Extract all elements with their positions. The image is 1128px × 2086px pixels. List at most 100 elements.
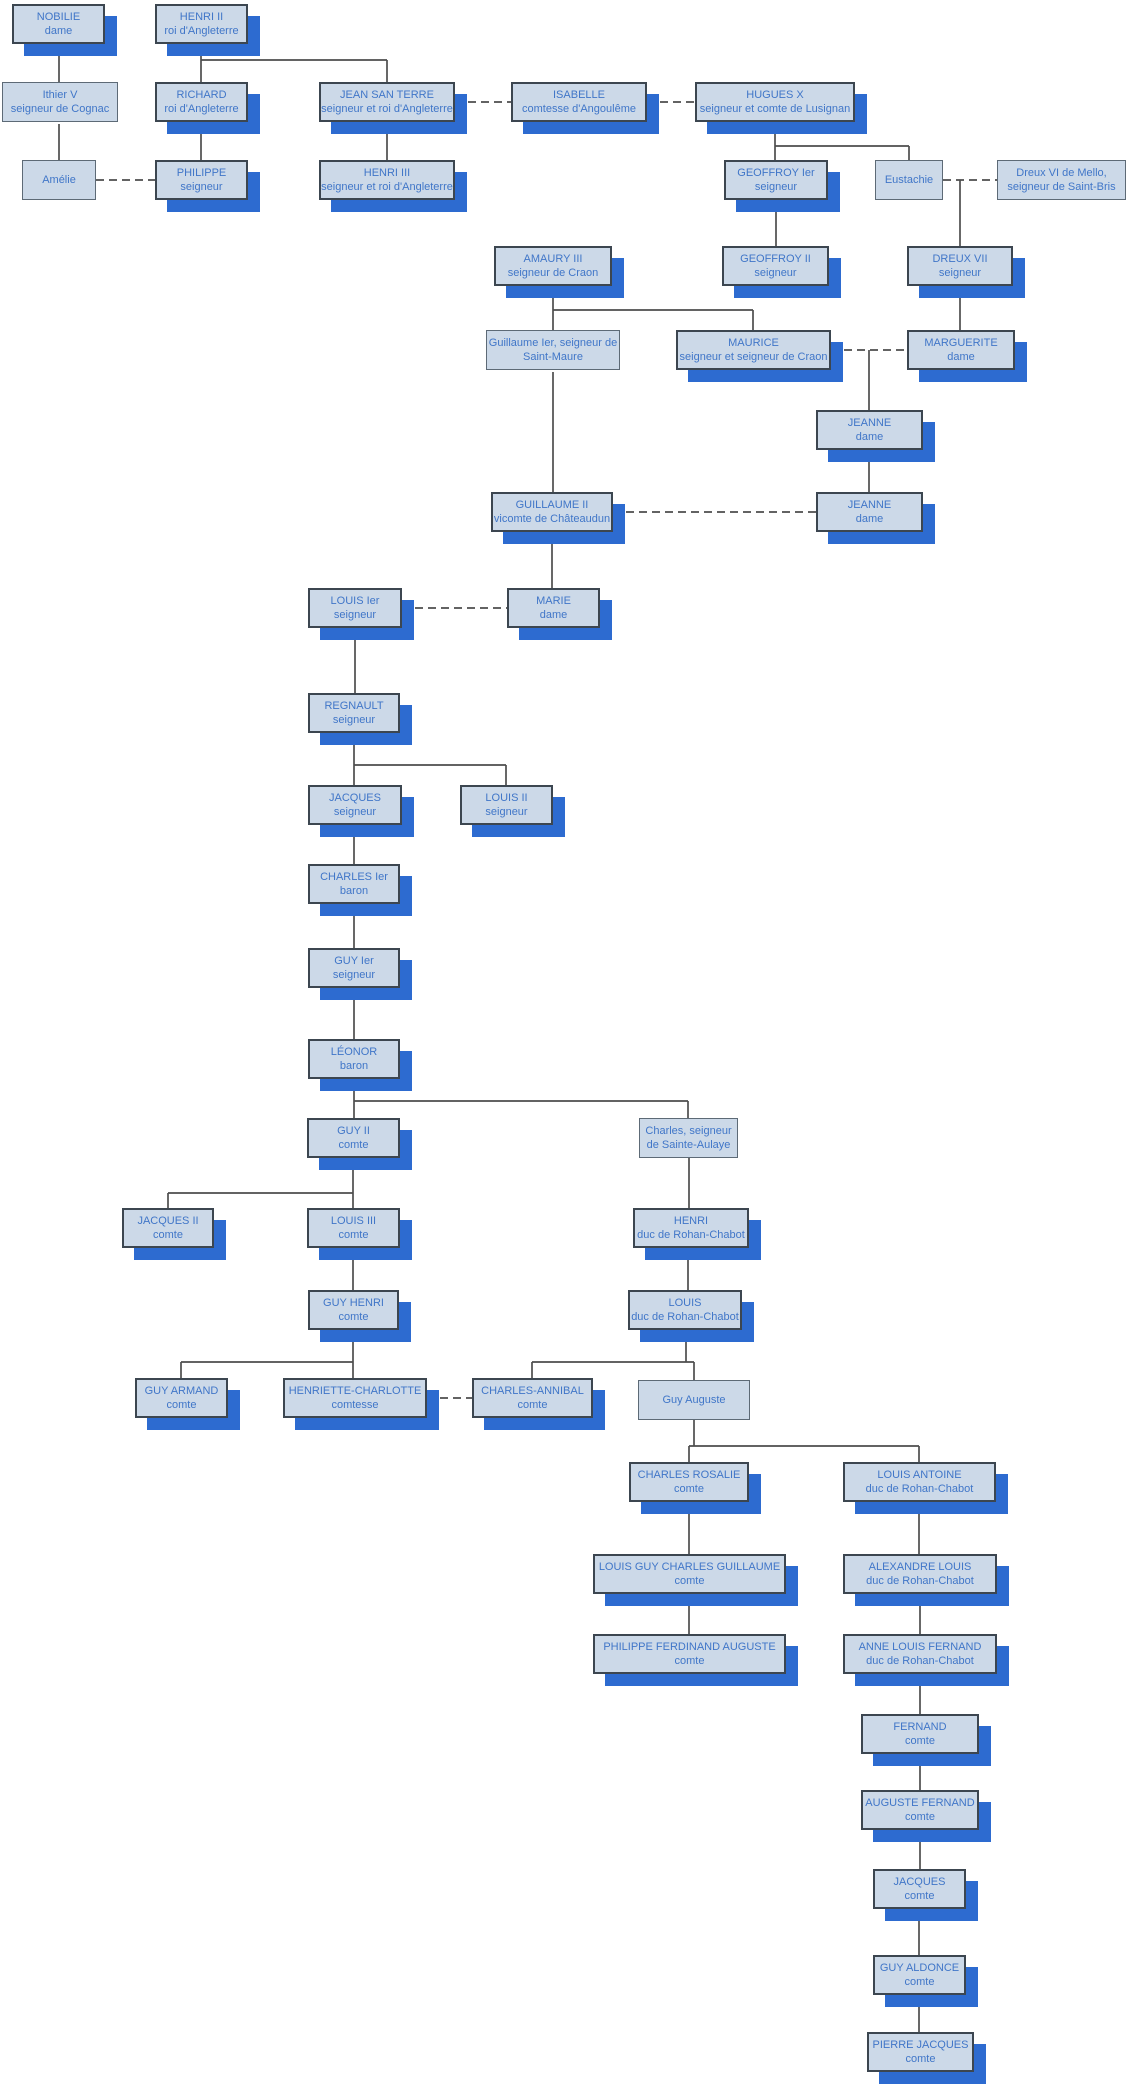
person-name: HENRI III xyxy=(363,166,411,179)
person-title: seigneur et roi d'Angleterre xyxy=(321,181,453,193)
person-title: roi d'Angleterre xyxy=(164,25,239,37)
tree-node-eustachie[interactable]: Eustachie xyxy=(875,160,943,200)
tree-node-henri-iii[interactable]: HENRI III seigneur et roi d'Angleterre xyxy=(319,160,455,200)
person-title: comte xyxy=(674,1483,704,1495)
tree-node-jean-san-terre[interactable]: JEAN SAN TERRE seigneur et roi d'Angleter… xyxy=(319,82,455,122)
person-title: comte xyxy=(905,2053,936,2065)
person-title: comte xyxy=(166,1399,197,1411)
person-name: JACQUES II xyxy=(137,1214,199,1227)
person-name: RICHARD xyxy=(176,88,227,101)
person-name: FERNAND xyxy=(893,1720,947,1733)
person-title: dame xyxy=(855,431,884,443)
person-title: seigneur et seigneur de Craon xyxy=(679,351,828,363)
tree-node-guy-auguste[interactable]: Guy Auguste xyxy=(638,1380,750,1420)
person-title: baron xyxy=(339,885,369,897)
person-name: JACQUES xyxy=(893,1875,946,1888)
person-name: PHILIPPE FERDINAND AUGUSTE xyxy=(603,1640,776,1653)
person-title: duc de Rohan-Chabot xyxy=(866,1655,974,1667)
person-title: dame xyxy=(44,25,73,37)
person-title: comte xyxy=(153,1229,183,1241)
person-name: LOUIS III xyxy=(330,1214,377,1227)
tree-node-louis-iii[interactable]: LOUIS III comte xyxy=(307,1208,400,1248)
person-name: JEANNE xyxy=(847,498,892,511)
person-title: seigneur xyxy=(754,181,798,193)
person-name: Charles, seigneur xyxy=(645,1124,732,1137)
tree-node-charles-ier[interactable]: CHARLES Ier baron xyxy=(308,864,400,904)
person-name: HUGUES X xyxy=(746,88,804,101)
tree-node-henri-ii[interactable]: HENRI II roi d'Angleterre xyxy=(155,4,248,44)
person-title: comte xyxy=(338,1229,369,1241)
person-name: GUY Ier xyxy=(334,954,374,967)
person-title: seigneur de Saint-Bris xyxy=(1007,181,1116,193)
tree-node-jeanne-1[interactable]: JEANNE dame xyxy=(816,410,923,450)
person-title: duc de Rohan-Chabot xyxy=(637,1229,745,1241)
person-name: JEANNE xyxy=(847,416,892,429)
tree-node-amelie[interactable]: Amélie xyxy=(22,160,96,200)
person-title: seigneur xyxy=(180,181,223,193)
person-title: vicomte de Châteaudun xyxy=(493,513,611,525)
person-title: dame xyxy=(539,609,568,621)
person-name: CHARLES Ier xyxy=(320,870,388,883)
person-name: LÉONOR xyxy=(330,1045,378,1058)
person-name: DREUX VII xyxy=(932,252,988,265)
person-name: ANNE LOUIS FERNAND xyxy=(858,1640,982,1653)
tree-node-anne-louis-fernand[interactable]: ANNE LOUIS FERNAND duc de Rohan-Chabot xyxy=(843,1634,997,1674)
tree-node-hugues-x[interactable]: HUGUES X seigneur et comte de Lusignan xyxy=(695,82,855,122)
person-name: LOUIS GUY CHARLES GUILLAUME xyxy=(598,1560,781,1573)
person-title: comte xyxy=(338,1139,369,1151)
person-name: Amélie xyxy=(42,173,76,186)
person-name: LOUIS ANTOINE xyxy=(877,1468,962,1481)
tree-node-dreux-vi-de-mello[interactable]: Dreux VI de Mello,seigneur de Saint-Bris xyxy=(997,160,1126,200)
person-name: JEAN SAN TERRE xyxy=(340,88,434,101)
person-title: seigneur et roi d'Angleterre xyxy=(321,103,453,115)
person-name: HENRI II xyxy=(179,10,224,23)
person-name: NOBILIE xyxy=(36,10,81,23)
tree-node-nobilie[interactable]: NOBILIE dame xyxy=(12,4,105,44)
person-title: seigneur et comte de Lusignan xyxy=(699,103,851,115)
person-name: HENRIETTE-CHARLOTTE xyxy=(288,1384,422,1397)
person-title: seigneur xyxy=(332,714,376,726)
tree-node-fernand[interactable]: FERNAND comte xyxy=(861,1714,979,1754)
person-title: comte xyxy=(338,1311,369,1323)
person-name: Ithier V xyxy=(42,88,78,101)
person-title: comte xyxy=(905,1735,935,1747)
tree-node-jacques-ii[interactable]: JACQUES II comte xyxy=(122,1208,214,1248)
